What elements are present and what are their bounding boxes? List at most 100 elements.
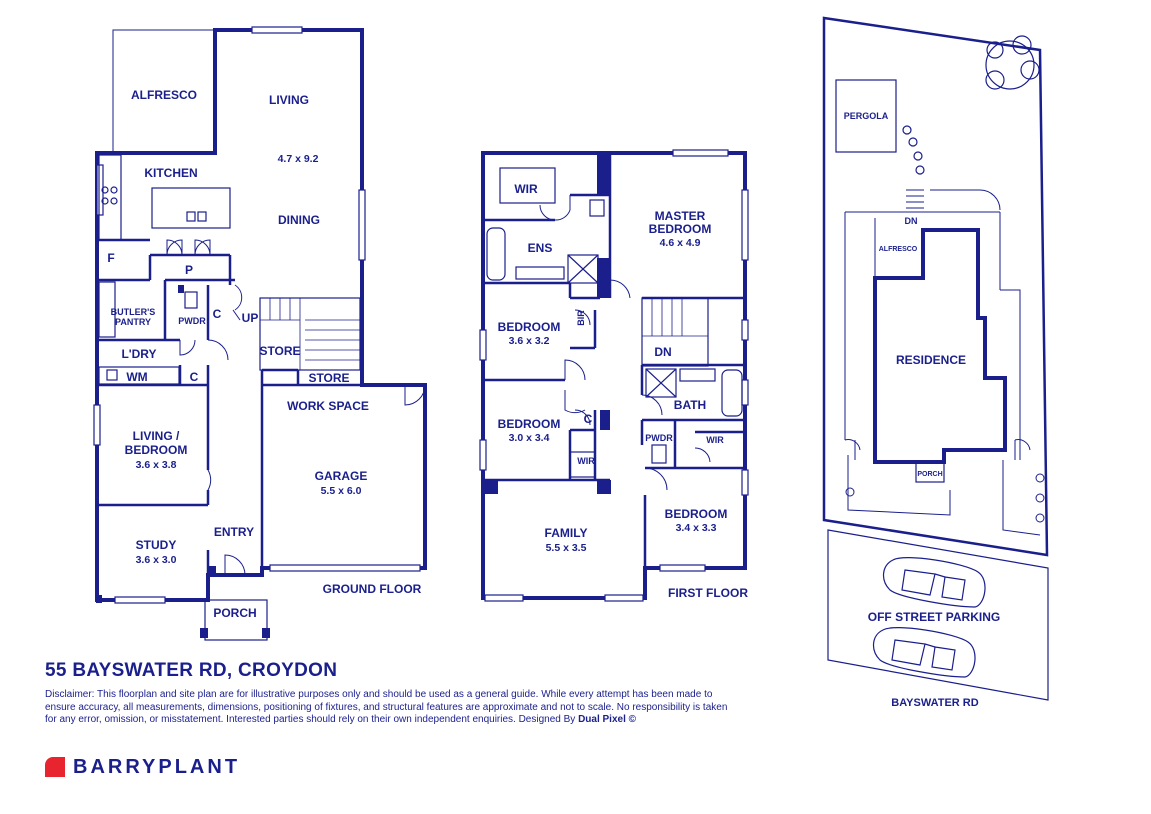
label-laundry-cupboard: C [190, 370, 199, 384]
window [672, 149, 729, 157]
room-label-living-bedroom-2: BEDROOM [125, 443, 188, 457]
window [358, 189, 366, 261]
window [479, 329, 487, 361]
porch-site [915, 461, 945, 483]
room-dim-family: 5.5 x 3.5 [546, 542, 587, 554]
room-label-store-2: STORE [308, 371, 349, 385]
label-fridge: F [107, 251, 114, 265]
room-dim-garage: 5.5 x 6.0 [321, 485, 362, 497]
room-label-powder-first: PWDR [645, 433, 673, 443]
bathtub [486, 227, 506, 281]
room-label-store: STORE [259, 344, 300, 358]
room-label-butlers-pantry-1: BUTLER'S [111, 307, 156, 317]
room-label-dining: DINING [278, 213, 320, 227]
room-label-laundry: L'DRY [121, 347, 156, 361]
room-label-butlers-pantry-2: PANTRY [115, 317, 151, 327]
room-label-work-space: WORK SPACE [287, 399, 369, 413]
vanity [515, 266, 565, 280]
brand-mark-icon [45, 757, 65, 777]
garage-door [269, 564, 421, 572]
cooktop-burner [110, 186, 118, 194]
window [659, 564, 706, 572]
room-label-powder: PWDR [178, 316, 206, 326]
room-dim-bedroom-2: 3.0 x 3.4 [509, 432, 550, 444]
laundry-sink [106, 369, 118, 381]
street-name: BAYSWATER RD [891, 697, 979, 709]
room-label-wir: WIR [514, 182, 538, 196]
room-label-bedroom-3: BEDROOM [665, 507, 728, 521]
window [741, 379, 749, 406]
window [93, 404, 101, 446]
title-ground-floor: GROUND FLOOR [323, 582, 422, 596]
site-label-pergola: PERGOLA [844, 111, 889, 121]
porch-area [204, 599, 268, 641]
site-label-parking: OFF STREET PARKING [868, 610, 1000, 624]
label-up: UP [242, 311, 259, 325]
room-label-living: LIVING [269, 93, 309, 107]
driveway [827, 529, 1049, 701]
ens-toilet [589, 199, 605, 217]
labels: ALFRESCO LIVING 4.7 x 9.2 KITCHEN DINING… [107, 88, 1000, 624]
porch-column [262, 628, 270, 638]
laundry-bench [98, 366, 180, 385]
room-label-living-bedroom-1: LIVING / [133, 429, 180, 443]
room-label-master-2: BEDROOM [649, 222, 712, 236]
powder-toilet [651, 444, 667, 464]
room-label-bedroom-1: BEDROOM [498, 320, 561, 334]
post [208, 566, 216, 574]
residence-footprint [873, 228, 1007, 464]
label-bir: BIR [576, 310, 586, 326]
cooktop-burner [101, 186, 109, 194]
cooktop-burner [101, 197, 109, 205]
room-dim-study: 3.6 x 3.0 [136, 554, 177, 566]
sink [197, 211, 207, 222]
window [741, 189, 749, 261]
brand-name: BARRYPLANT [73, 755, 241, 778]
property-boundary [822, 16, 1049, 557]
window [484, 594, 524, 602]
room-label-family: FAMILY [545, 526, 588, 540]
label-dn: DN [654, 345, 671, 359]
room-label-bath: BATH [674, 398, 706, 412]
disclaimer: Disclaimer: This floorplan and site plan… [45, 689, 735, 727]
property-address: 55 BAYSWATER RD, CROYDON [45, 660, 338, 681]
label-washing-machine: WM [126, 370, 147, 384]
cooktop-burner [110, 197, 118, 205]
room-dim-master: 4.6 x 4.9 [660, 237, 701, 249]
window [741, 319, 749, 341]
car-icon [883, 557, 986, 608]
window [604, 594, 644, 602]
label-pantry: P [185, 263, 193, 277]
first-floor-plan [479, 149, 749, 602]
post [178, 285, 184, 293]
window [741, 469, 749, 496]
site-plan [822, 16, 1049, 701]
porch-column [200, 628, 208, 638]
wir-room [499, 167, 556, 204]
room-label-ens: ENS [528, 241, 553, 255]
room-label-kitchen: KITCHEN [144, 166, 197, 180]
room-label-bedroom-2: BEDROOM [498, 417, 561, 431]
bathtub [721, 369, 743, 417]
kitchen-bench [98, 154, 122, 241]
disclaimer-text: Disclaimer: This floorplan and site plan… [45, 689, 728, 725]
tree [985, 40, 1035, 90]
window [114, 596, 166, 604]
room-dim-living-bedroom: 3.6 x 3.8 [136, 459, 177, 471]
label-cupboard: C [213, 307, 222, 321]
pergola-structure [835, 79, 897, 153]
staircase [641, 297, 709, 367]
staircase [259, 297, 361, 371]
room-label-garage: GARAGE [315, 469, 368, 483]
post [96, 595, 102, 603]
title-first-floor: FIRST FLOOR [668, 586, 748, 600]
bath-shower [645, 368, 677, 398]
room-label-master-1: MASTER [655, 209, 706, 223]
room-label-wir-3: WIR [706, 435, 724, 445]
wir-room [569, 451, 596, 478]
room-dim-bedroom-3: 3.4 x 3.3 [676, 522, 717, 534]
car-icon [873, 627, 976, 678]
window [96, 164, 104, 216]
kitchen-island [151, 187, 231, 229]
